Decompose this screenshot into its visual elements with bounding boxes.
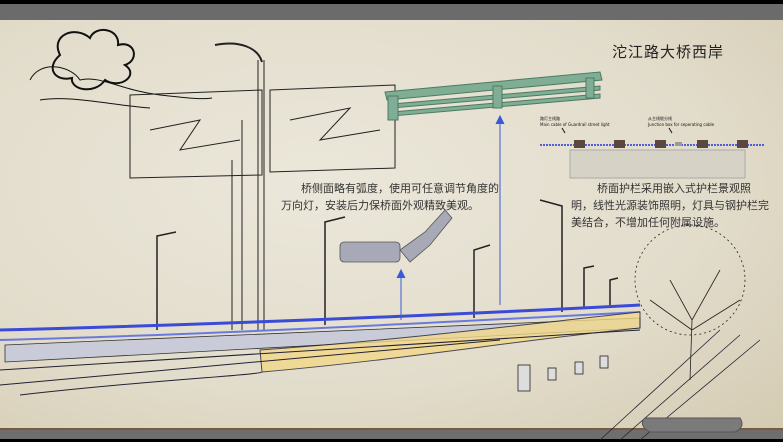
top-frame-bar — [0, 4, 783, 20]
cloud-ornament — [29, 29, 213, 109]
detail-label-junction-box: 从主线缆分线 Junction box for seperating cable — [648, 116, 714, 128]
spotlight-fixture — [339, 209, 453, 263]
tree-sketch — [634, 224, 746, 381]
label-zh: 路灯主线路 — [540, 116, 560, 121]
label-en: Junction box for seperating cable — [648, 122, 715, 127]
bottom-ornament — [641, 417, 743, 433]
street-lamps — [156, 199, 619, 330]
label-zh: 从主线缆分线 — [648, 116, 672, 121]
road-barriers — [517, 355, 609, 392]
detail-label-main-cable: 路灯主线路 Main cable of Guardrail street lig… — [540, 116, 610, 128]
billboard-sketch — [129, 42, 396, 330]
bridge-deck — [0, 303, 761, 441]
slide-background — [0, 20, 783, 428]
callout-arrows — [396, 114, 505, 320]
left-description: 桥侧面略有弧度，使用可任意调节角度的万向灯，安装后力保桥面外观精致美观。 — [281, 182, 499, 212]
right-description: 桥面护栏采用嵌入式护栏景观照明，线性光源装饰照明，灯具与钢护栏完美结合，不增加任… — [571, 182, 769, 229]
guardrail-render — [384, 71, 603, 121]
bottom-frame-bar — [0, 428, 783, 439]
label-en: Main cable of Guardrail street light — [540, 122, 610, 127]
page-title: 沱江路大桥西岸 — [612, 43, 725, 61]
guardrail-section-detail — [540, 127, 765, 179]
